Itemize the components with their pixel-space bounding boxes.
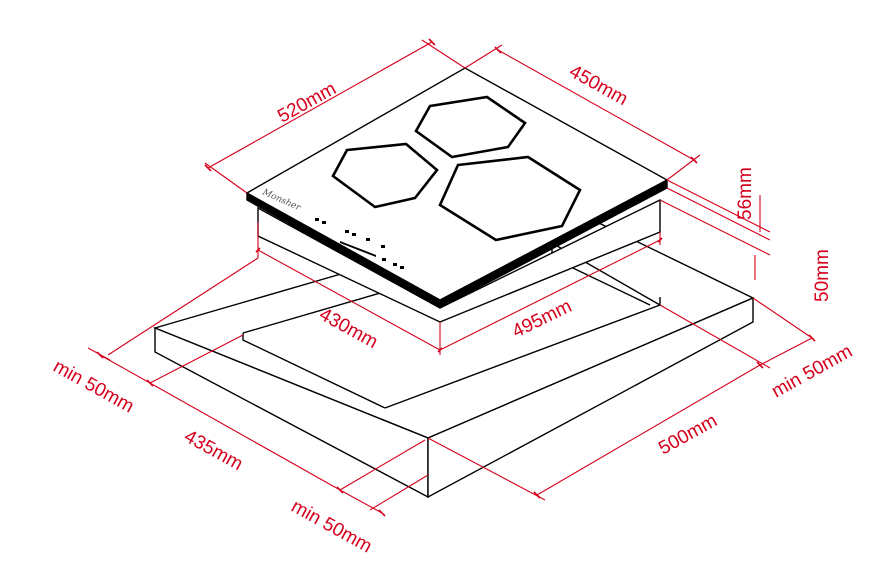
- dimension-lines: [87, 39, 813, 514]
- label-clearance-left: min 50mm: [50, 356, 138, 417]
- label-counter-depth: 435mm: [181, 426, 247, 475]
- label-depth-top: 450mm: [566, 61, 632, 110]
- cooking-zone-right: [438, 155, 582, 242]
- dimension-ticks: [96, 38, 816, 517]
- label-clearance-right: min 50mm: [768, 341, 856, 402]
- label-height-under: 50mm: [812, 249, 833, 302]
- cooking-zones: [331, 95, 582, 242]
- label-thickness: 56mm: [735, 167, 756, 220]
- touch-control-panel: [315, 218, 404, 269]
- cooking-zone-left: [331, 142, 439, 209]
- label-counter-width: 500mm: [655, 410, 721, 459]
- label-width-top: 520mm: [274, 78, 340, 127]
- countertop-side-face: [427, 296, 754, 499]
- label-clearance-front: min 50mm: [288, 496, 376, 557]
- countertop: [152, 207, 755, 499]
- cooking-zone-rear: [414, 95, 527, 159]
